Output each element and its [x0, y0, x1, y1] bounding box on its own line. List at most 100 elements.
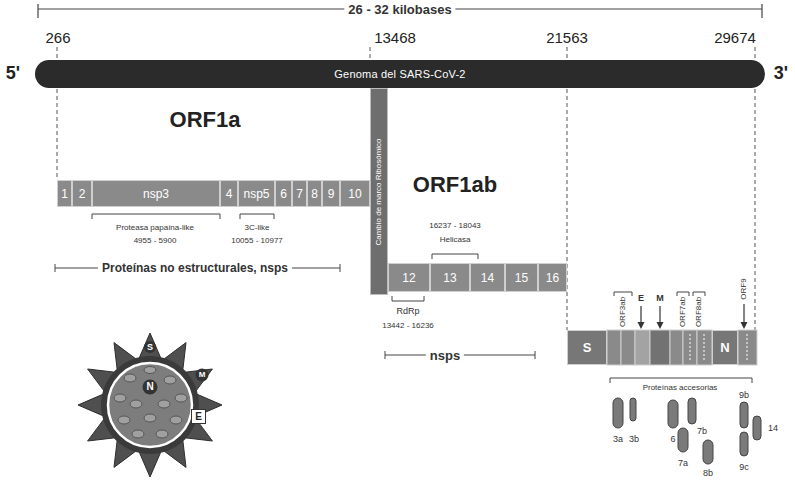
gene-bracket	[614, 292, 632, 296]
domain-label: Proteasa papaína-like	[116, 224, 194, 232]
protein-label: 6	[670, 435, 675, 444]
gene-bracket	[677, 292, 689, 296]
structural-gene-box: N	[712, 330, 738, 365]
node-text: 2	[79, 188, 86, 200]
protein-label: 8b	[703, 469, 713, 478]
protein-segment: 15	[505, 263, 538, 292]
protein-segment: nsp5	[238, 180, 275, 207]
pointer-arrow	[640, 306, 641, 323]
protein-pill	[613, 398, 623, 428]
node-text: 7	[296, 188, 303, 200]
virion-spikes	[78, 333, 222, 477]
domain-label: 3C-like	[245, 224, 270, 232]
gene-segment	[650, 330, 670, 365]
protein-segment: 13	[430, 263, 470, 292]
nucleocapsid-dot	[175, 394, 187, 402]
label-spot	[143, 380, 158, 395]
gene-bracket	[693, 292, 705, 296]
node-text: N	[720, 341, 729, 354]
protein-label: 9c	[739, 463, 749, 472]
protein-label: 7a	[678, 459, 688, 468]
node-text: 10	[348, 188, 361, 200]
position-number: 21563	[546, 30, 588, 45]
position-number: 266	[45, 30, 70, 45]
virion-part-label: M	[199, 371, 206, 379]
group-label: nsps	[426, 348, 464, 363]
strand-end: 3'	[774, 64, 788, 82]
nucleocapsid-dot	[130, 400, 142, 408]
gene-label: ORF3ab	[619, 297, 627, 327]
protein-segment: 6	[275, 180, 292, 207]
dimension-tick	[37, 4, 38, 18]
arrow-head	[638, 322, 645, 329]
nucleocapsid-dot	[170, 416, 182, 424]
range-bracket	[392, 296, 424, 301]
protein-segment: 4	[220, 180, 238, 207]
nucleocapsid-dot	[156, 430, 168, 438]
protein-pill	[688, 398, 696, 424]
virion-part-label: S	[147, 343, 153, 352]
protein-segment: 8	[307, 180, 322, 207]
position-number: 13468	[374, 30, 416, 45]
node-text: Genoma del SARS-CoV-2	[334, 69, 465, 80]
node-text: Cambio de marco Ribosómico	[375, 138, 383, 245]
nucleocapsid-dot	[114, 394, 126, 402]
protein-pill	[740, 402, 748, 428]
envelope-box: E	[191, 409, 206, 424]
range-bracket	[432, 254, 478, 259]
node-text: nsp5	[243, 188, 269, 200]
node-text: 9	[328, 188, 335, 200]
dimension-label: 26 - 32 kilobases	[344, 2, 455, 17]
protein-segment: 2	[72, 180, 92, 207]
guide-line	[755, 47, 756, 330]
pointer-arrow	[659, 306, 660, 323]
gene-label: ORF7ab	[679, 297, 687, 327]
gene-label: M	[656, 294, 664, 303]
protein-pill	[740, 432, 748, 456]
range-label: 4955 - 5900	[134, 237, 177, 245]
gene-segment	[738, 330, 757, 365]
range-label: 10055 - 10977	[231, 237, 283, 245]
span-tick	[340, 264, 341, 272]
node-text: 6	[280, 188, 287, 200]
node-text: 1	[61, 188, 68, 200]
segment-divider	[690, 334, 691, 361]
node-text: S	[583, 341, 592, 354]
gene-segment	[697, 330, 712, 365]
segment-divider	[704, 334, 705, 361]
nucleocapsid-dot	[132, 430, 144, 438]
gene-label: ORF9	[740, 278, 748, 299]
arrow-head	[657, 322, 664, 329]
nucleocapsid-dot	[164, 376, 176, 384]
node-text: 8	[311, 188, 318, 200]
nucleocapsid-dot	[144, 414, 156, 422]
protein-label: 9b	[739, 391, 749, 400]
protein-pill	[668, 400, 678, 428]
domain-label: RdRp	[396, 307, 419, 316]
range-bracket	[92, 214, 220, 219]
node-text: 14	[481, 272, 494, 284]
gene-segment	[683, 330, 697, 365]
node-text: 15	[515, 272, 528, 284]
group-label: Proteínas accesorias	[643, 384, 718, 392]
frameshift-box: Cambio de marco Ribosómico	[370, 88, 388, 295]
node-text: 4	[226, 188, 233, 200]
protein-segment: 16	[538, 263, 567, 292]
gene-label: ORF8ab	[695, 297, 703, 327]
node-text: 13	[443, 272, 456, 284]
orf-title: ORF1a	[170, 109, 241, 131]
range-bracket	[610, 378, 752, 383]
strand-end: 5'	[6, 64, 20, 82]
virion-part-label: N	[146, 382, 153, 392]
gene-segment	[670, 330, 683, 365]
nucleocapsid-dot	[118, 416, 130, 424]
virion-core	[108, 363, 192, 447]
range-label: 16237 - 18043	[429, 222, 481, 230]
protein-label: 3b	[629, 435, 639, 444]
protein-segment: 7	[292, 180, 307, 207]
span-tick	[385, 351, 386, 359]
genome-bar: Genoma del SARS-CoV-2	[35, 60, 765, 88]
protein-segment: 12	[388, 263, 430, 292]
orf-title: ORF1ab	[413, 174, 497, 196]
protein-label: 3a	[613, 435, 623, 444]
